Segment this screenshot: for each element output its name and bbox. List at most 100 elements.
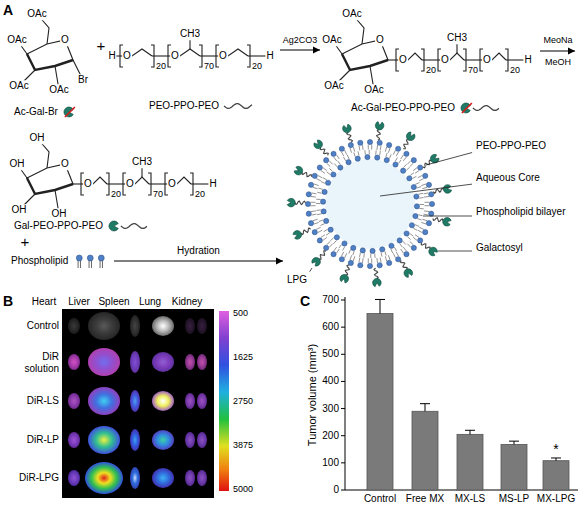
lipid-head [348,142,353,147]
lipid-tail [381,252,382,256]
lipid-tail [396,252,398,256]
lipid-tail [395,158,397,162]
atom-label: H [523,54,532,66]
lipid-tail [316,199,320,200]
lipid-head [331,172,336,177]
lipid-tail [359,253,361,257]
lipid-head [306,192,311,197]
axis-tick-label: 600 [322,321,339,333]
row-label: Control [27,320,59,332]
polymer-chain [301,228,311,234]
lipid-tail [358,258,360,263]
atom-label: Br [77,74,89,86]
galactosyl-symbol [340,274,349,283]
error-cap [465,430,475,431]
reaction-arrow [114,260,283,261]
lipid-tail [418,175,422,177]
polymer-chain [302,172,312,176]
atom-label: 20 [509,65,521,75]
lipid-tail [410,163,414,166]
galactosyl-symbol [375,122,384,130]
lipid-tail [421,184,426,186]
lipid-tail [311,210,316,212]
atom-label: OH [11,204,28,216]
atom-label: O [167,178,177,190]
repeat-bracket [199,45,202,67]
reagent-label: MeoNa [543,35,572,45]
lipid-tail [102,260,103,268]
galactosyl-symbol [293,231,302,240]
lipid-tail [317,213,321,215]
lipid-tail [345,150,347,155]
column-header: Spleen [98,296,129,308]
compound-node: OHOHOHOOHO20OCH370O20HGal-PEO-PPO-PEO [5,128,221,234]
polymer-chain [403,140,408,149]
lipid-tail [336,249,339,253]
category-label: MX-LS [455,493,486,505]
panel-letter: A [3,2,13,18]
organ-image [88,426,120,454]
lipid-head [429,192,434,197]
callout-label: LPG [286,274,308,286]
axis-tick-label: 100 [322,457,339,469]
atom-label: OAc [321,34,342,46]
lipid-tail [327,163,331,166]
row-label: DiR-LPG [19,472,59,484]
lipid-tail [422,187,427,188]
atom-label: OAc [48,84,69,96]
chain-bond [141,168,142,177]
lipid-tail [316,179,321,181]
atom-label: O [60,158,70,170]
column-header: Liver [68,296,90,308]
lipid-tail [380,146,382,151]
polymer-chain [345,265,349,275]
lipid-head [321,209,326,214]
atom-label: OH [9,158,26,170]
leader-line [380,184,472,196]
lipid-tail [364,150,365,154]
lipid-head [423,230,428,235]
atom-label: O [122,50,132,62]
atom-label: O [440,54,450,66]
lipid-tail [347,155,349,159]
colorbar-tick: 500 [233,308,248,318]
compound-node: OAcOAcOAcOOAcO20OCH370O20HAc-Gal-PEO-PPO… [320,4,536,116]
legend-icon [109,221,147,231]
lipid-tail [417,187,421,188]
organ-image [197,432,207,448]
error-bar [470,430,471,434]
lipid-tail [389,154,391,158]
lipid-tail [415,225,419,227]
lipid-tail [393,150,395,155]
lipid-head [409,223,414,228]
lipid-tail [316,227,321,229]
organ-image [185,318,195,334]
lipid-head [384,157,389,162]
lipid-head [339,146,344,151]
chart-axis [345,297,578,490]
organ-image [185,354,195,370]
atom-label: H [265,50,274,62]
error-cap [420,403,430,404]
significance-mark: * [553,441,558,457]
repeat-bracket [421,49,424,71]
organ-image [130,390,140,412]
lipid-tail [358,151,359,155]
lipid-head [380,247,385,252]
lipid-tail [417,219,421,220]
lipid-tail [399,160,402,164]
lipid-head [375,155,380,160]
lipid-head [411,245,416,250]
row-label: DiR solution [15,351,59,374]
organ-image [130,351,140,373]
lipid-head [407,176,412,181]
galactosyl-symbol [109,221,118,231]
lipid-tail [424,196,429,198]
organ-image [130,315,140,337]
atom-label: 20 [194,189,206,199]
lipid-tail [401,249,404,253]
lipid-head [404,151,409,156]
lipid-tail [424,205,429,206]
lipid-tail [406,167,409,170]
organ-image [68,354,80,370]
